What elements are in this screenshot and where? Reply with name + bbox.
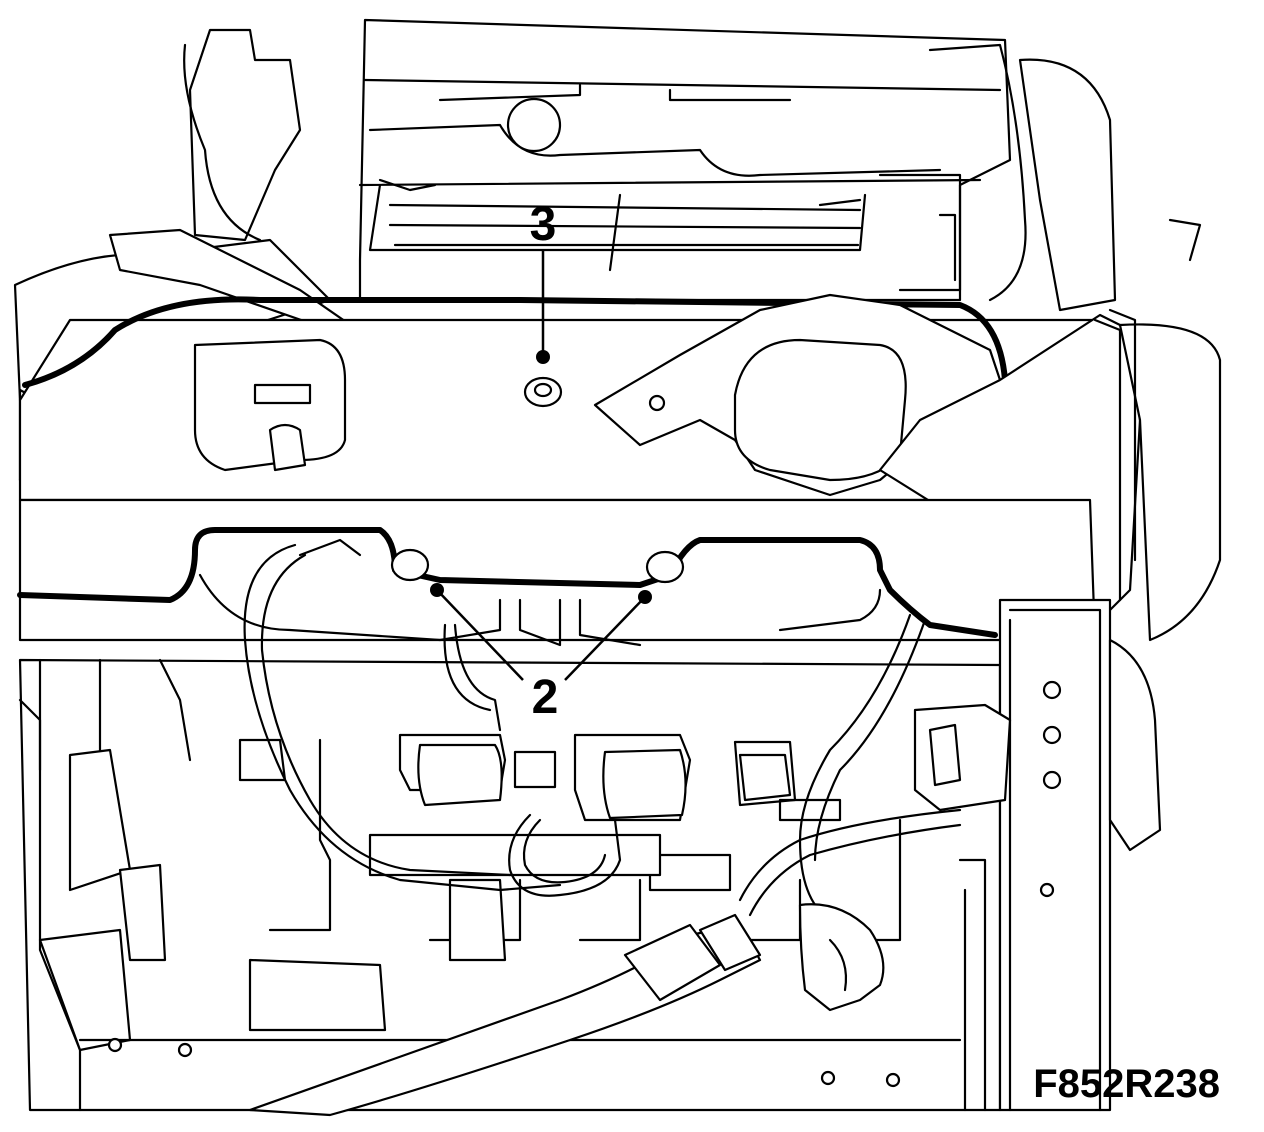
bolt-2-left-icon bbox=[390, 548, 430, 582]
connector-plug-icon bbox=[513, 750, 557, 789]
connector-block-icon bbox=[648, 853, 732, 892]
figure-id: F852R238 bbox=[1033, 1062, 1220, 1106]
callout-2-label: 2 bbox=[532, 671, 559, 724]
seat-adjust-motors bbox=[368, 733, 797, 892]
seat-belt-anchor-plate bbox=[193, 338, 347, 472]
seat-back-upper-frame bbox=[183, 18, 1202, 312]
motor-left-icon bbox=[417, 743, 503, 807]
lower-hose bbox=[248, 903, 885, 1117]
headrest-guide-icon bbox=[506, 97, 562, 153]
callout-2-dot-right bbox=[638, 590, 652, 604]
lower-cross-member bbox=[17, 498, 1097, 647]
callout-3-label: 3 bbox=[530, 198, 557, 251]
bolt-2-right-icon bbox=[645, 550, 685, 584]
upper-cross-member bbox=[18, 293, 1122, 502]
right-vertical-rail bbox=[913, 598, 1162, 1112]
callout-2: 2 bbox=[430, 583, 652, 724]
anchor-bolt-icon bbox=[268, 423, 307, 472]
callout-2-dot-left bbox=[430, 583, 444, 597]
callout-3-dot bbox=[536, 350, 550, 364]
wiring-harness bbox=[243, 543, 962, 922]
callout-3: 3 bbox=[530, 198, 557, 364]
anchor-slot bbox=[253, 383, 312, 405]
motor-right-icon bbox=[738, 753, 792, 802]
motor-center-icon bbox=[602, 748, 687, 820]
